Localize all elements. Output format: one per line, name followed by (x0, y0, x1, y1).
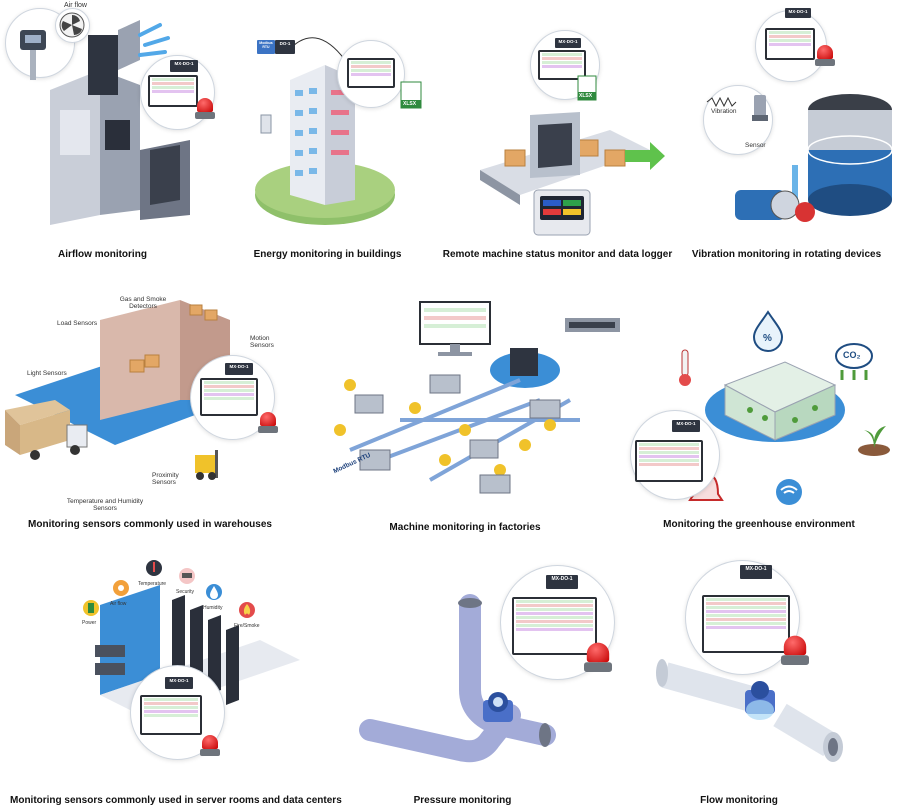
power-icon (83, 600, 99, 616)
fire-smoke-label: Fire/Smoke (234, 623, 260, 629)
fan-icon (113, 580, 129, 596)
caption-remote-machine: Remote machine status monitor and data l… (442, 249, 673, 260)
modbus-box: Modbus RTU (257, 40, 275, 54)
device-box: MX-DO-1 (672, 420, 700, 432)
truck-icon (5, 400, 88, 460)
tile-factories: Modbus RTU Machine monitoring in factori… (320, 280, 620, 535)
wifi-sensor-icon (776, 479, 802, 505)
monitor-screen (538, 50, 586, 80)
fire-smoke-icon (239, 602, 255, 618)
device-box: MX-DO-1 (546, 575, 578, 589)
device-box: MX-DO-1 (165, 677, 193, 689)
monitor-screen (148, 75, 198, 107)
monitor-screen (635, 440, 703, 482)
xlsx-label: XLSX (579, 93, 593, 99)
pipe-icon (359, 594, 556, 763)
alarm-light-icon (258, 412, 278, 434)
thermometer-icon (679, 349, 691, 386)
co2-cloud-icon (835, 343, 873, 380)
caption-factories: Machine monitoring in factories (389, 522, 541, 533)
factory-network-icon (334, 348, 580, 494)
sensor-icon (752, 95, 768, 121)
hvac-unit-illustration (50, 20, 190, 225)
xlsx-label: XLSX (403, 101, 417, 107)
air-sensor-icon (20, 30, 46, 80)
caption-server-rooms: Monitoring sensors commonly used in serv… (10, 795, 342, 806)
fan-icon (59, 12, 85, 38)
power-label: Power (82, 620, 97, 626)
device-box: DO-1 (275, 40, 295, 54)
alarm-light-icon (584, 642, 612, 674)
vibration-label: Vibration (711, 108, 737, 115)
light-sensors-label: Light Sensors (27, 370, 67, 377)
status-panel-icon (540, 196, 584, 220)
security-label: Security (176, 589, 195, 595)
alarm-light-icon (200, 735, 220, 757)
tank-icon (792, 94, 893, 216)
caption-airflow: Airflow monitoring (58, 249, 147, 260)
monitor-screen (765, 28, 815, 60)
alarm-light-icon (781, 635, 809, 667)
tile-energy-buildings: Modbus RTU DO-1 XLSX Energy monitoring i… (225, 0, 450, 265)
sensor-label: Sensor (745, 142, 766, 149)
tile-flow: MX-DO-1 Flow monitoring (640, 555, 898, 811)
airflow-label: Air flow (64, 2, 87, 9)
tile-server-rooms: Power Air flow Temperature Security Humi… (0, 555, 342, 811)
proximity-sensors-label: Proximity Sensors (152, 472, 179, 486)
security-icon (179, 568, 195, 584)
greenhouse-icon (705, 361, 845, 442)
device-box: MX-DO-1 (170, 60, 198, 72)
temperature-label: Temperature (138, 581, 167, 587)
tile-warehouse: Load Sensors Gas and Smoke Detectors Mot… (0, 280, 300, 535)
temperature-icon (146, 560, 162, 576)
gas-smoke-label: Gas and Smoke Detectors (119, 296, 167, 310)
pressure-gauge-icon (483, 692, 513, 722)
tile-pressure: MX-DO-1 Pressure monitoring (350, 555, 625, 811)
tile-remote-machine: MX-DO-1 XLSX Remote machine status monit… (443, 0, 675, 265)
motor-icon (735, 190, 815, 222)
monitor-screen (512, 597, 597, 655)
monitor-screen (702, 595, 790, 653)
caption-flow: Flow monitoring (700, 795, 778, 806)
motion-sensors-label: Motion Sensors (250, 335, 274, 349)
desktop-monitor-icon (419, 301, 491, 356)
monitor-screen (347, 58, 395, 88)
device-box: MX-DO-1 (740, 565, 772, 579)
load-sensors-label: Load Sensors (57, 320, 98, 327)
caption-pressure: Pressure monitoring (413, 795, 512, 806)
humidity-label: Humidity (203, 605, 223, 611)
monitor-screen (200, 378, 258, 416)
plant-icon (858, 426, 890, 456)
tile-vibration: Vibration Sensor MX-DO-1 Vibration monit… (675, 0, 898, 265)
caption-warehouse: Monitoring sensors commonly used in ware… (28, 519, 272, 530)
device-box: MX-DO-1 (225, 363, 253, 375)
flow-meter-icon (745, 681, 775, 720)
alarm-light-icon (195, 98, 215, 120)
switch-icon (565, 318, 620, 332)
humidity-icon (752, 310, 784, 352)
humidity-percent-label: % (763, 333, 772, 344)
building-icon (255, 37, 395, 225)
tile-airflow: Air flow MX-DO-1 Airflow monitoring (0, 0, 225, 265)
pipe-icon (656, 659, 843, 762)
device-box: MX-DO-1 (785, 8, 811, 18)
humidity-icon (206, 584, 222, 600)
device-box: MX-DO-1 (555, 38, 581, 48)
airflow-label: Air flow (110, 601, 127, 607)
tile-greenhouse: % CO₂ MX-DO-1 Monitoring the greenhouse … (620, 280, 898, 535)
alarm-light-icon (815, 45, 835, 67)
caption-greenhouse: Monitoring the greenhouse environment (663, 519, 855, 530)
caption-vibration: Vibration monitoring in rotating devices (691, 249, 882, 260)
caption-energy-buildings: Energy monitoring in buildings (253, 249, 402, 260)
spreadsheet-icon (577, 75, 597, 101)
spreadsheet-icon (400, 81, 422, 109)
temp-humidity-label: Temperature and Humidity Sensors (66, 498, 144, 512)
monitor-screen (140, 695, 202, 735)
vibration-wave-icon (706, 96, 737, 108)
forklift-icon (195, 450, 218, 480)
co2-label: CO₂ (843, 350, 861, 360)
